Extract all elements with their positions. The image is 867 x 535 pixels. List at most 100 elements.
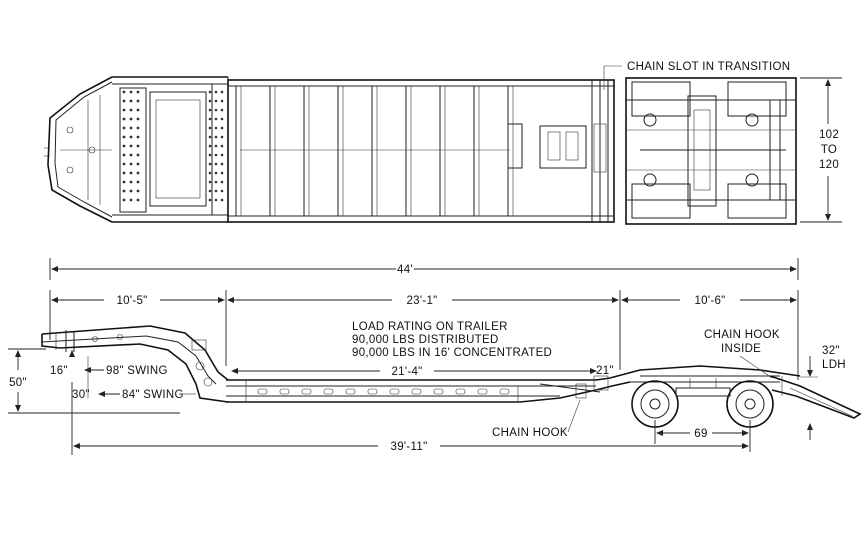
perforation-dot xyxy=(122,108,126,112)
perforation-dot xyxy=(129,198,133,202)
perforation-dot xyxy=(220,90,224,94)
perforation-dot xyxy=(208,180,212,184)
perforation-dot xyxy=(136,162,140,166)
perforation-dot xyxy=(208,144,212,148)
perforation-dot xyxy=(122,162,126,166)
dim-overall: 44' xyxy=(49,258,799,280)
perforation-dot xyxy=(220,99,224,103)
perforation-dot xyxy=(136,135,140,139)
ldh-label: LDH xyxy=(822,359,846,371)
perforation-dot xyxy=(220,144,224,148)
top-deck xyxy=(227,79,615,223)
perforation-dot xyxy=(220,198,224,202)
perforation-dot xyxy=(136,171,140,175)
perforation-dot xyxy=(208,90,212,94)
kingpin-axle-label: 39'-11" xyxy=(391,441,428,453)
perforation-dot xyxy=(122,117,126,121)
perforation-dot xyxy=(129,144,133,148)
deck-side-hole xyxy=(323,388,334,395)
deck-side-hole xyxy=(345,388,356,395)
perforation-dot xyxy=(122,99,126,103)
dim-inner-deck: 21'-4" 21" xyxy=(231,365,614,378)
perforation-dot xyxy=(214,126,218,130)
load-rating-line2: 90,000 LBS DISTRIBUTED xyxy=(352,334,499,346)
perforation-dot xyxy=(220,117,224,121)
deck-length-label: 23'-1" xyxy=(406,295,437,307)
dim-kingpin-axle: 39'-11" xyxy=(71,408,749,455)
perforation-dot xyxy=(214,108,218,112)
perforation-dot xyxy=(208,171,212,175)
perforation-dot xyxy=(214,162,218,166)
deck-side-hole xyxy=(499,388,510,395)
perforation-dot xyxy=(220,189,224,193)
chain-hook-inside-line2: INSIDE xyxy=(721,343,761,355)
height-50-label: 50" xyxy=(9,377,27,389)
perforation-dot xyxy=(129,126,133,130)
perforation-dot xyxy=(208,126,212,130)
perforation-dot xyxy=(136,117,140,121)
chain-slot-label: CHAIN SLOT IN TRANSITION xyxy=(627,61,790,73)
perforation-dot xyxy=(208,153,212,157)
perforation-dot xyxy=(214,99,218,103)
perforation-dot xyxy=(220,171,224,175)
perforation-dot xyxy=(214,189,218,193)
dim-ldh: 32" LDH xyxy=(800,345,846,440)
perforation-dot xyxy=(214,198,218,202)
deck-side-hole xyxy=(367,388,378,395)
perforation-dot xyxy=(214,117,218,121)
perforation-dot xyxy=(208,135,212,139)
perforation-dot xyxy=(129,189,133,193)
width-label-3: 120 xyxy=(819,159,839,171)
side-trailer-body xyxy=(41,325,862,428)
perforation-dot xyxy=(122,153,126,157)
perforation-dot xyxy=(122,171,126,175)
perforation-dot xyxy=(208,162,212,166)
chain-hook-callouts: CHAIN HOOK INSIDE CHAIN HOOK xyxy=(492,329,780,439)
perforation-dot xyxy=(129,90,133,94)
perforation-dot xyxy=(129,135,133,139)
perforation-dot xyxy=(208,189,212,193)
deck-side-hole xyxy=(433,388,444,395)
perforation-dot xyxy=(136,90,140,94)
dim-30-label: 30" xyxy=(72,389,90,401)
perforation-dot xyxy=(129,153,133,157)
rear-length-label: 10'-6" xyxy=(694,295,725,307)
perforation-dot xyxy=(220,153,224,157)
perforation-dot xyxy=(136,108,140,112)
load-rating-line1: LOAD RATING ON TRAILER xyxy=(352,321,508,333)
perforation-dot xyxy=(129,171,133,175)
deck-side-hole xyxy=(389,388,400,395)
inner-deck-length-label: 21'-4" xyxy=(391,366,422,378)
perforation-dot xyxy=(136,144,140,148)
perforation-dot xyxy=(129,162,133,166)
perforation-dot xyxy=(136,153,140,157)
ldh-value: 32" xyxy=(822,345,840,357)
perforation-dot xyxy=(122,198,126,202)
perforation-dot xyxy=(208,108,212,112)
top-gooseneck-perforations xyxy=(122,90,224,202)
chain-hook-inside-line1: CHAIN HOOK xyxy=(704,329,780,341)
perforation-dot xyxy=(220,135,224,139)
perforation-dot xyxy=(129,108,133,112)
deck-side-hole xyxy=(455,388,466,395)
rear-small-dim-label: 21" xyxy=(596,365,614,377)
top-view: CHAIN SLOT IN TRANSITION 102 TO 120 xyxy=(44,61,842,225)
top-gooseneck xyxy=(44,76,229,223)
perforation-dot xyxy=(220,126,224,130)
perforation-dot xyxy=(208,99,212,103)
perforation-dot xyxy=(122,135,126,139)
perforation-dot xyxy=(122,126,126,130)
deck-side-hole xyxy=(411,388,422,395)
perforation-dot xyxy=(129,99,133,103)
swing-98-label: 98" SWING xyxy=(106,365,168,377)
perforation-dot xyxy=(214,90,218,94)
width-label-2: TO xyxy=(821,144,837,156)
side-view: 44' 10'-5" 23'-1" 10'-6" LOAD RATING xyxy=(8,258,862,455)
perforation-dot xyxy=(129,117,133,121)
perforation-dot xyxy=(136,189,140,193)
perforation-dot xyxy=(136,99,140,103)
perforation-dot xyxy=(129,180,133,184)
perforation-dot xyxy=(214,144,218,148)
swing-84-label: 84" SWING xyxy=(122,389,184,401)
